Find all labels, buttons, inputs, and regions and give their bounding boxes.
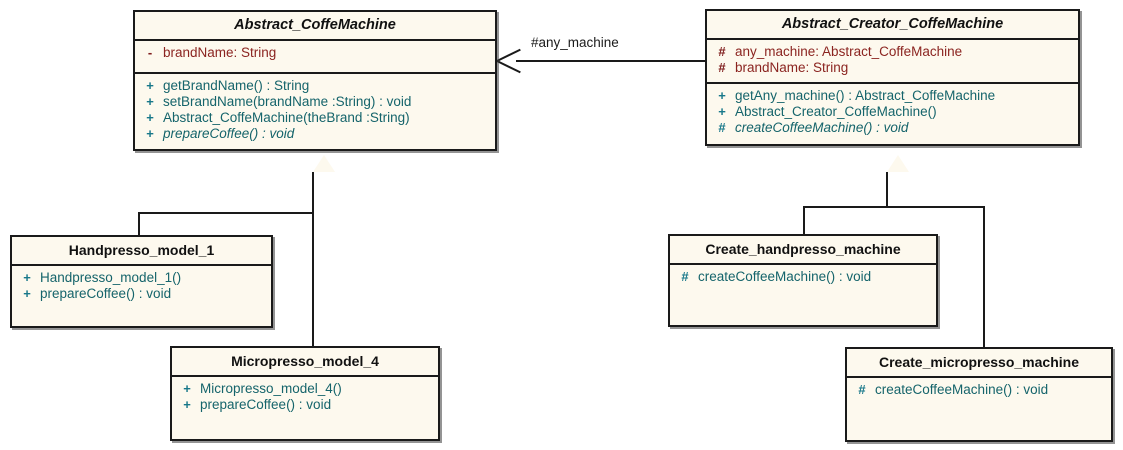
operation-row: # createCoffeeMachine() : void <box>709 120 1076 136</box>
operation-row: # createCoffeeMachine() : void <box>849 382 1109 398</box>
operation-row: + prepareCoffee() : void <box>14 286 269 302</box>
operations-compartment-abstract-coffemachine: + getBrandName() : String + setBrandName… <box>135 74 495 149</box>
operation-text: createCoffeeMachine() : void <box>735 120 909 135</box>
generalization-drop-handpresso <box>138 212 140 237</box>
attribute-text: any_machine: Abstract_CoffeMachine <box>735 44 963 59</box>
operation-text: prepareCoffee() : void <box>200 397 332 412</box>
operation-row: + Abstract_CoffeMachine(theBrand :String… <box>137 110 493 126</box>
visibility-marker: + <box>183 381 191 396</box>
operation-text: prepareCoffee() : void <box>40 286 172 301</box>
operation-text: Abstract_CoffeMachine(theBrand :String) <box>163 110 410 125</box>
operation-row: + prepareCoffee() : void <box>174 397 436 413</box>
generalization-stem-left <box>312 172 314 214</box>
generalization-bar-right <box>803 206 985 208</box>
operation-text: getBrandName() : String <box>163 78 310 93</box>
class-name-abstract-coffemachine: Abstract_CoffeMachine <box>135 12 495 41</box>
class-box-create-micropresso-machine[interactable]: Create_micropresso_machine # createCoffe… <box>845 347 1113 442</box>
operation-text: createCoffeeMachine() : void <box>698 269 872 284</box>
attribute-text: brandName: String <box>735 60 849 75</box>
visibility-marker: + <box>718 104 726 119</box>
visibility-marker: + <box>146 94 154 109</box>
operation-row: + Abstract_Creator_CoffeMachine() <box>709 104 1076 120</box>
class-box-micropresso-model-4[interactable]: Micropresso_model_4 + Micropresso_model_… <box>170 346 440 441</box>
operation-text: Abstract_Creator_CoffeMachine() <box>735 104 937 119</box>
attribute-row: # any_machine: Abstract_CoffeMachine <box>709 44 1076 60</box>
class-name-create-handpresso-machine: Create_handpresso_machine <box>670 236 936 265</box>
operations-compartment-handpresso-model-1: + Handpresso_model_1() + prepareCoffee()… <box>12 266 271 326</box>
operation-row: # createCoffeeMachine() : void <box>672 269 934 285</box>
visibility-marker: + <box>23 270 31 285</box>
operation-row: + getBrandName() : String <box>137 78 493 94</box>
visibility-marker: + <box>146 78 154 93</box>
visibility-marker: # <box>858 382 866 397</box>
generalization-drop-micropresso <box>312 212 314 348</box>
class-box-abstract-creator-coffemachine[interactable]: Abstract_Creator_CoffeMachine # any_mach… <box>705 9 1080 146</box>
operation-row: + setBrandName(brandName :String) : void <box>137 94 493 110</box>
visibility-marker: # <box>718 60 726 75</box>
attribute-row: - brandName: String <box>137 45 493 61</box>
visibility-marker: + <box>718 88 726 103</box>
visibility-marker: + <box>183 397 191 412</box>
operation-text: createCoffeeMachine() : void <box>875 382 1049 397</box>
attributes-compartment-abstract-coffemachine: - brandName: String <box>135 41 495 74</box>
generalization-drop-create-micropresso <box>983 206 985 349</box>
operation-row: + getAny_machine() : Abstract_CoffeMachi… <box>709 88 1076 104</box>
operations-compartment-abstract-creator-coffemachine: + getAny_machine() : Abstract_CoffeMachi… <box>707 84 1078 144</box>
operation-text: setBrandName(brandName :String) : void <box>163 94 412 109</box>
attribute-text: brandName: String <box>163 45 277 60</box>
operations-compartment-create-handpresso-machine: # createCoffeeMachine() : void <box>670 265 936 325</box>
class-box-create-handpresso-machine[interactable]: Create_handpresso_machine # createCoffee… <box>668 234 938 327</box>
operation-text: getAny_machine() : Abstract_CoffeMachine <box>735 88 996 103</box>
class-box-abstract-coffemachine[interactable]: Abstract_CoffeMachine - brandName: Strin… <box>133 10 497 151</box>
operation-row: + prepareCoffee() : void <box>137 126 493 142</box>
operations-compartment-micropresso-model-4: + Micropresso_model_4() + prepareCoffee(… <box>172 377 438 439</box>
association-line-any-machine <box>516 60 706 62</box>
operation-row: + Micropresso_model_4() <box>174 381 436 397</box>
association-open-arrowhead-icon <box>496 48 521 74</box>
class-box-handpresso-model-1[interactable]: Handpresso_model_1 + Handpresso_model_1(… <box>10 235 273 328</box>
visibility-marker: + <box>146 126 154 141</box>
class-name-abstract-creator-coffemachine: Abstract_Creator_CoffeMachine <box>707 11 1078 40</box>
class-name-create-micropresso-machine: Create_micropresso_machine <box>847 349 1111 378</box>
visibility-marker: + <box>23 286 31 301</box>
operation-text: Handpresso_model_1() <box>40 270 182 285</box>
visibility-marker: + <box>146 110 154 125</box>
visibility-marker: - <box>147 45 153 60</box>
operation-text: Micropresso_model_4() <box>200 381 342 396</box>
class-name-micropresso-model-4: Micropresso_model_4 <box>172 348 438 377</box>
attribute-row: # brandName: String <box>709 60 1076 76</box>
visibility-marker: # <box>718 44 726 59</box>
operation-text: prepareCoffee() : void <box>163 126 295 141</box>
generalization-bar-left <box>138 212 314 214</box>
generalization-drop-create-handpresso <box>803 206 805 236</box>
operations-compartment-create-micropresso-machine: # createCoffeeMachine() : void <box>847 378 1111 440</box>
visibility-marker: # <box>681 269 689 284</box>
class-name-handpresso-model-1: Handpresso_model_1 <box>12 237 271 266</box>
operation-row: + Handpresso_model_1() <box>14 270 269 286</box>
visibility-marker: # <box>718 120 726 135</box>
attributes-compartment-abstract-creator-coffemachine: # any_machine: Abstract_CoffeMachine # b… <box>707 40 1078 84</box>
generalization-stem-right <box>886 172 888 208</box>
association-label-any-machine: #any_machine <box>531 35 619 50</box>
